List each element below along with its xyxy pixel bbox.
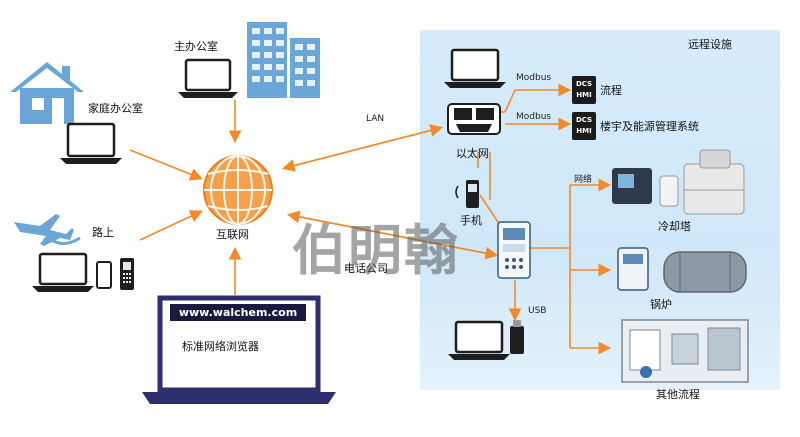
ethernet-label: 以太网 xyxy=(456,147,489,160)
dcs-label: DCS xyxy=(575,116,593,124)
smartphone-icon xyxy=(96,261,112,289)
hmi-label: HMI xyxy=(576,127,592,135)
connection-lines xyxy=(129,83,612,355)
other-process-equipment-icon xyxy=(621,319,749,383)
cooling-tower-equipment-icon xyxy=(612,149,745,215)
house-icon xyxy=(10,62,84,124)
usb-stick-icon xyxy=(510,320,524,354)
boiler-equipment-icon xyxy=(617,247,747,293)
main-office-label: 主办公室 xyxy=(174,40,218,53)
remote-facility-label: 远程设施 xyxy=(688,38,732,51)
remote-mobile-phone-icon xyxy=(455,180,479,208)
laptop-remote-icon xyxy=(444,48,506,88)
airplane-icon xyxy=(14,214,81,246)
dcs-label: DCS xyxy=(575,80,593,88)
mobile-phone-icon xyxy=(120,258,134,290)
cooling-tower-label: 冷却塔 xyxy=(658,220,691,233)
browser-label: 标准网络浏览器 xyxy=(182,340,259,353)
laptop-on-road-icon xyxy=(32,252,94,292)
ethernet-switch-icon xyxy=(447,103,501,135)
laptop-main-office-icon xyxy=(178,58,238,98)
usb-label: USB xyxy=(528,306,547,316)
home-office-label: 家庭办公室 xyxy=(88,102,143,115)
browser-url-bar: www.walchem.com xyxy=(170,304,306,321)
phone-label: 手机 xyxy=(460,214,482,227)
laptop-usb-icon xyxy=(448,320,510,360)
process-label: 流程 xyxy=(600,84,622,97)
other-process-label: 其他流程 xyxy=(656,388,700,401)
modbus-label-2: Modbus xyxy=(516,112,552,122)
watermark-text: 伯明翰 xyxy=(292,219,460,282)
lan-label: LAN xyxy=(366,114,385,124)
on-the-road-label: 路上 xyxy=(92,226,114,239)
dcs-hmi-box-process: DCS HMI xyxy=(572,76,596,104)
laptop-home-office-icon xyxy=(60,122,122,164)
controller-device-icon xyxy=(497,221,531,279)
dcs-hmi-box-building: DCS HMI xyxy=(572,112,596,140)
hmi-label: HMI xyxy=(576,91,592,99)
boiler-label: 锅炉 xyxy=(650,298,672,311)
phone-company-label: 电话公司 xyxy=(344,262,388,275)
office-buildings-icon xyxy=(247,22,320,98)
building-energy-label: 楼宇及能源管理系统 xyxy=(600,120,699,133)
globe-icon xyxy=(203,155,273,225)
modbus-label-1: Modbus xyxy=(516,73,552,83)
network-label: 网络 xyxy=(574,175,593,185)
internet-label: 互联网 xyxy=(216,228,249,241)
